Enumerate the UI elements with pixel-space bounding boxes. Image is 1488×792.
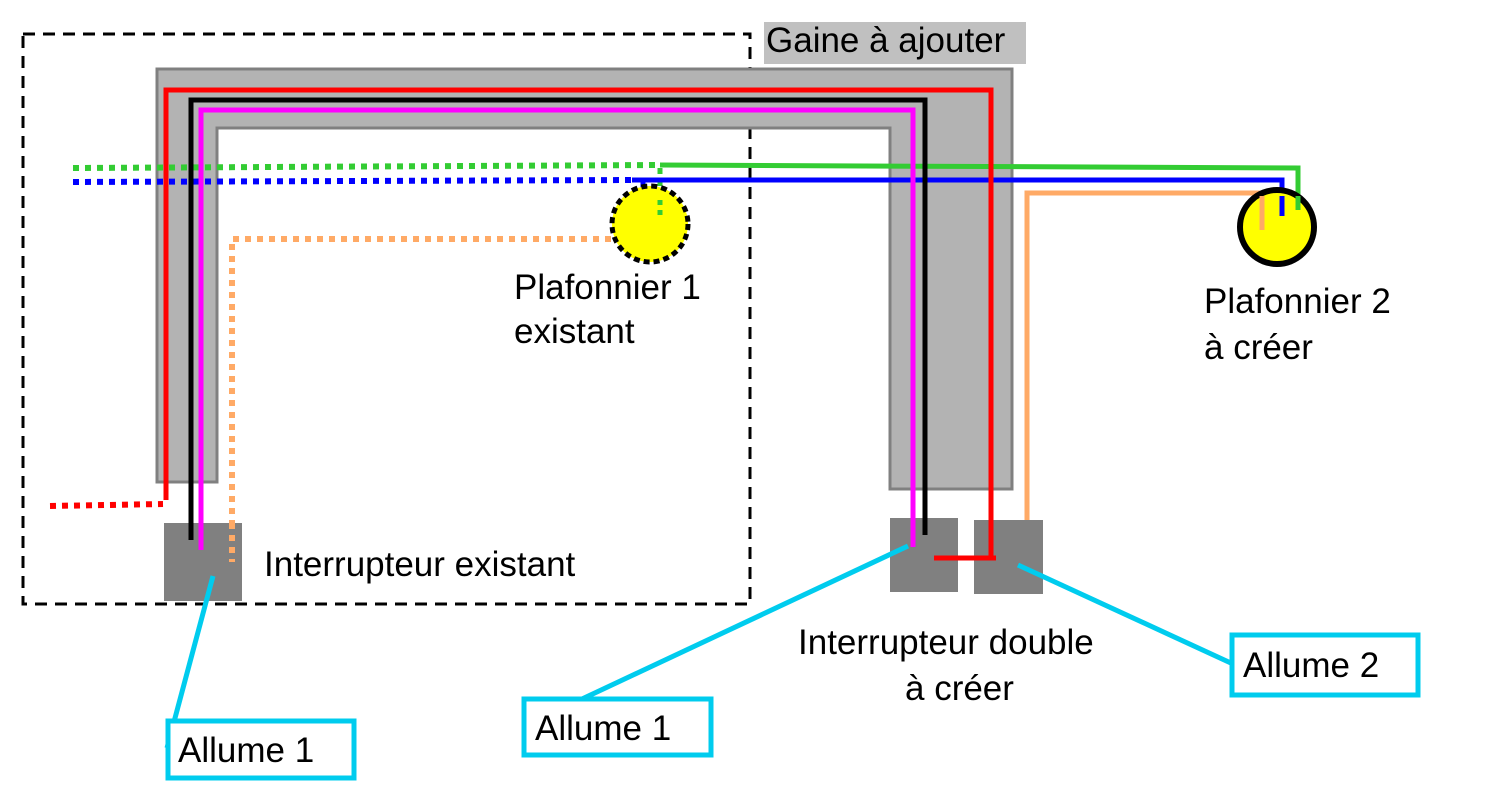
callout-box-new-2 <box>1229 632 1421 698</box>
ceiling-light-new-icon <box>1237 187 1317 267</box>
return-wire-existing-dotted <box>229 236 612 562</box>
plafonnier2-label-line1: Plafonnier 2 <box>1204 282 1391 321</box>
callout-leader-new-1 <box>580 543 910 702</box>
return-wire-black <box>188 97 928 540</box>
gaine-label-bg <box>764 22 1026 64</box>
phase-wire <box>163 87 994 520</box>
phase-wire-dotted <box>49 501 164 509</box>
plafonnier1-label-line1: Plafonnier 1 <box>514 268 701 307</box>
plafonnier1-label-line2: existant <box>514 312 635 351</box>
callout-leader-new-2 <box>1016 562 1235 667</box>
switch-existing-label: Interrupteur existant <box>264 545 576 584</box>
plafonnier2-label-line2: à créer <box>1204 328 1313 367</box>
callout-box-new-1 <box>521 696 714 758</box>
callout-box-existing <box>165 718 357 781</box>
double-switch-label-line2: à créer <box>905 669 1014 708</box>
ceiling-light-existing-icon <box>609 183 691 265</box>
existing-zone-boundary <box>21 32 752 606</box>
gaine-label: Gaine à ajouter <box>766 21 1006 60</box>
neutral-wire-dotted <box>72 177 633 185</box>
return-wire-allume1 <box>198 107 916 550</box>
callout-text-existing: Allume 1 <box>178 731 314 770</box>
callout-text-new-2: Allume 2 <box>1243 646 1379 685</box>
double-switch-label-line1: Interrupteur double <box>798 623 1094 662</box>
callout-text-new-1: Allume 1 <box>535 709 671 748</box>
earth-wire-dotted <box>72 162 661 171</box>
